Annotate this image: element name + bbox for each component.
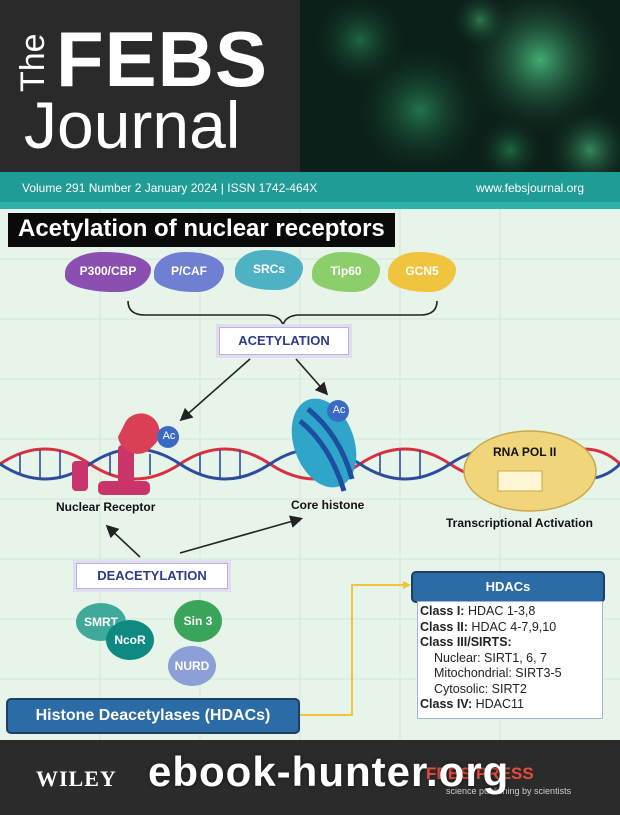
masthead-journal: Journal: [24, 88, 241, 162]
hdac-banner: Histone Deacetylases (HDACs): [6, 698, 300, 734]
issue-details: Volume 291 Number 2 January 2024 | ISSN …: [22, 181, 318, 195]
hdac-row-cytosolic: Cytosolic: SIRT2: [434, 681, 527, 696]
hdac-row-class-ii: Class II: HDAC 4-7,9,10: [420, 619, 557, 634]
publisher-logo: WILEY: [36, 766, 117, 791]
acetylation-label: ACETYLATION: [219, 327, 349, 355]
nuclear-receptor-label: Nuclear Receptor: [56, 500, 156, 514]
corepressor-nurd: NURD: [168, 646, 216, 686]
journal-masthead: The FEBS Journal: [0, 0, 300, 172]
corepressor-ncor: NcoR: [106, 620, 154, 660]
arrow-deacetylation-right: [179, 515, 304, 554]
enzyme-p300-cbp: P300/CBP: [65, 252, 151, 292]
hdac-box-title: HDACs: [411, 571, 605, 603]
cover-footer: [0, 740, 620, 815]
hdac-row-class-iv: Class IV: HDAC11: [420, 697, 524, 711]
cell-fluorescence-graphic: [310, 0, 620, 172]
hdac-row-class-iii: Class III/SIRTS:: [420, 635, 512, 649]
hdac-row-nuclear: Nuclear: SIRT1, 6, 7: [434, 650, 548, 665]
hdac-row-class-i: Class I: HDAC 1-3,8: [420, 604, 536, 618]
enzyme-brace: [127, 300, 438, 328]
hdac-class-list: Class I: HDAC 1-3,8 Class II: HDAC 4-7,9…: [417, 601, 603, 719]
issue-info-bar: Volume 291 Number 2 January 2024 | ISSN …: [0, 172, 620, 202]
hdac-connector-line: [300, 584, 405, 716]
febs-press-tagline: science publishing by scientists: [446, 786, 572, 796]
arrow-deacetylation-left: [105, 524, 141, 558]
ac-label-histone: Ac: [332, 404, 346, 416]
figure-title: Acetylation of nuclear receptors: [8, 213, 395, 247]
arrow-to-nuclear-receptor: [179, 358, 251, 422]
watermark-text: ebook-hunter.org: [148, 748, 510, 795]
cover-microscopy-image: [300, 0, 620, 172]
enzyme-tip60: Tip60: [312, 252, 380, 292]
nuclear-receptor-graphic: [72, 413, 179, 495]
teal-divider: [0, 202, 620, 209]
febs-press-logo: FEBS PRESS: [426, 764, 534, 783]
journal-website-link[interactable]: www.febsjournal.org: [475, 181, 584, 195]
rna-pol-ii-graphic: [463, 430, 597, 512]
corepressor-sin3: Sin 3: [174, 600, 222, 642]
enzyme-gcn5: GCN5: [388, 252, 456, 292]
masthead-febs: FEBS: [56, 15, 269, 103]
enzyme-srcs: SRCs: [235, 250, 303, 290]
ac-label-receptor: Ac: [162, 430, 176, 442]
rna-pol-label: RNA POL II: [493, 445, 557, 459]
arrow-to-histone: [295, 358, 329, 396]
enzyme-p-caf: P/CAF: [154, 252, 224, 292]
masthead-the: The: [14, 33, 52, 92]
hdac-row-mitochondrial: Mitochondrial: SIRT3-5: [434, 666, 562, 680]
core-histone-graphic: [291, 398, 357, 492]
transcriptional-activation-label: Transcriptional Activation: [446, 516, 593, 530]
core-histone-label: Core histone: [291, 498, 365, 512]
deacetylation-label: DEACETYLATION: [76, 563, 228, 589]
